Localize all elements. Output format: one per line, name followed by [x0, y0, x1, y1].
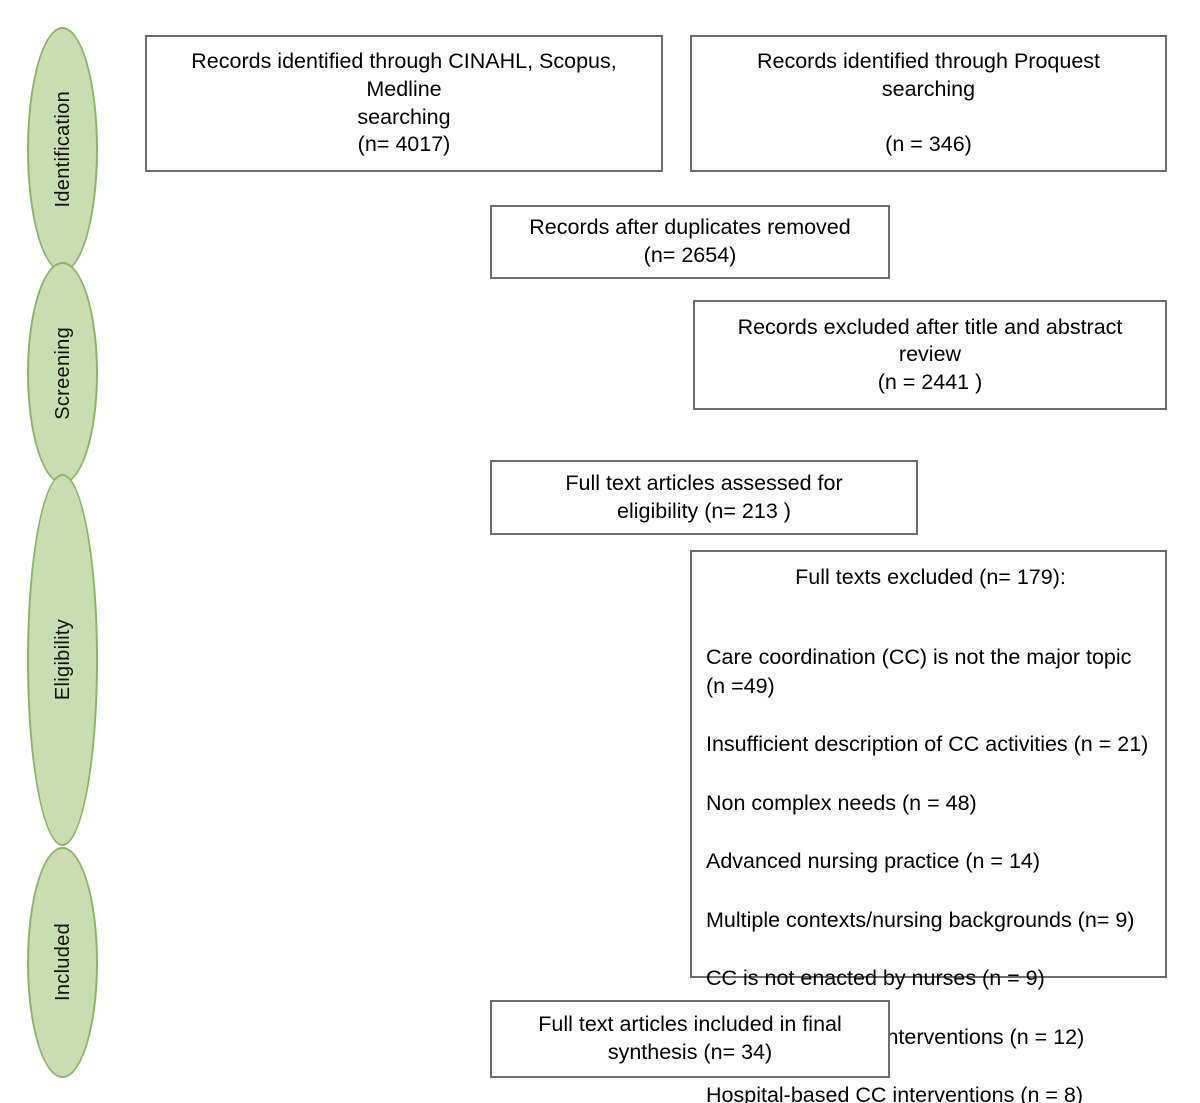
stage-ellipse-screening: Screening: [27, 262, 98, 484]
stage-ellipse-identification: Identification: [27, 27, 98, 272]
box-full-texts-excluded: Full texts excluded (n= 179): Care coord…: [690, 550, 1167, 1103]
full-texts-excluded-title: Full texts excluded (n= 179):: [795, 565, 1066, 589]
box-records-identified-databases: Records identified through CINAHL, Scopu…: [145, 35, 663, 172]
stage-label-identification: Identification: [51, 91, 74, 208]
exclusion-item: Insufficient description of CC activitie…: [706, 732, 1149, 757]
box-full-text-included-final: Full text articles included in final syn…: [490, 1000, 890, 1078]
box-full-text-included-final-text: Full text articles included in final syn…: [538, 1012, 842, 1064]
box-full-text-assessed-text: Full text articles assessed for eligibil…: [565, 470, 843, 523]
exclusion-item: Advanced nursing practice (n = 14): [706, 849, 1041, 874]
stage-ellipse-eligibility: Eligibility: [27, 474, 98, 846]
box-records-identified-databases-text: Records identified through CINAHL, Scopu…: [191, 49, 617, 157]
exclusion-item: Non complex needs (n = 48): [706, 790, 977, 815]
full-texts-excluded-content: Full texts excluded (n= 179): Care coord…: [692, 552, 1165, 1103]
exclusion-item: CC is not enacted by nurses (n = 9): [706, 966, 1045, 991]
stage-label-eligibility: Eligibility: [51, 619, 74, 701]
full-texts-excluded-list: Care coordination (CC) is not the major …: [706, 614, 1155, 1103]
stage-label-screening: Screening: [51, 326, 74, 420]
exclusion-item: Care coordination (CC) is not the major …: [706, 644, 1132, 698]
box-records-after-duplicates: Records after duplicates removed (n= 265…: [490, 205, 890, 279]
box-records-after-duplicates-text: Records after duplicates removed (n= 265…: [529, 215, 851, 267]
box-records-identified-proquest: Records identified through Proquest sear…: [690, 35, 1167, 172]
exclusion-item: Multiple contexts/nursing backgrounds (n…: [706, 907, 1135, 932]
box-full-text-assessed: Full text articles assessed for eligibil…: [490, 460, 918, 535]
box-records-excluded-title-abstract-text: Records excluded after title and abstrac…: [737, 314, 1123, 394]
exclusion-item: Hospital-based CC interventions (n = 8): [706, 1083, 1084, 1103]
stage-ellipse-included: Included: [27, 847, 98, 1078]
box-records-excluded-title-abstract: Records excluded after title and abstrac…: [693, 300, 1167, 410]
stage-label-included: Included: [51, 923, 74, 1002]
box-records-identified-proquest-text: Records identified through Proquest sear…: [756, 49, 1100, 157]
